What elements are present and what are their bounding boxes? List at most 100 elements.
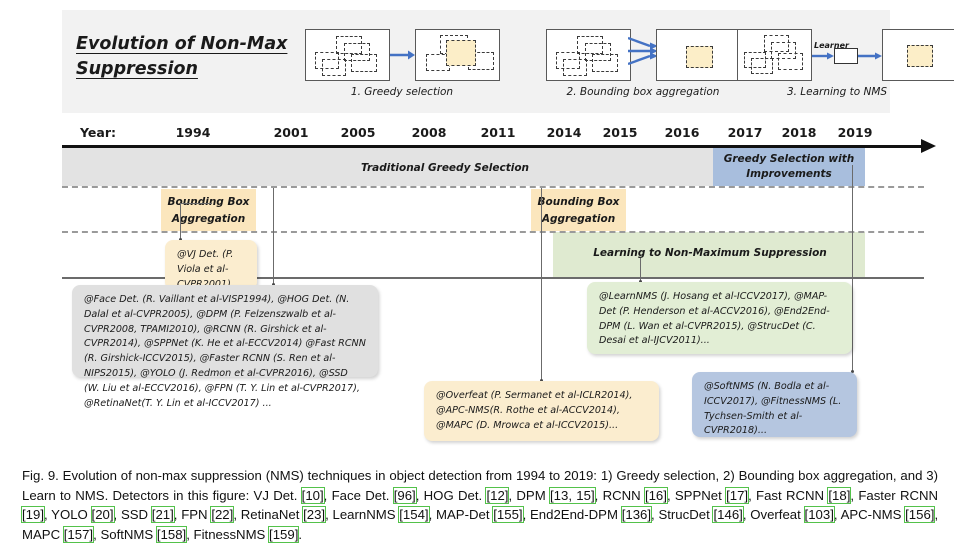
connector-aggregation-vertical [541,188,543,382]
connector-aggregation-dot [539,379,543,383]
caption-reference: [158] [155,525,188,543]
stage3-arrow-in [812,52,834,60]
connector-vj-vertical [180,203,182,241]
stage2-caption: 2. Bounding box aggregation [566,86,720,98]
band-greedy-improved [713,148,865,186]
stage2-output-panel [656,29,741,81]
year-tick-2008: 2008 [411,125,447,140]
dashed-box [577,36,603,54]
caption-reference: [17] [725,486,750,504]
learner-module-box [834,48,858,64]
year-tick-2005: 2005 [340,125,376,140]
caption-reference: [18] [827,486,852,504]
connector-softnms-dot [850,370,854,374]
dashed-box [344,43,370,61]
caption-reference: [146] [712,506,744,523]
band-label-greedy-improved: Greedy Selection with Improvements [723,153,855,180]
caption-reference: [16] [643,486,668,504]
caption-reference: [23] [302,506,327,523]
caption-reference: [103] [803,506,835,523]
dashed-box [771,42,796,59]
dashed-box-aggregated [686,46,713,68]
dashed-box [778,53,803,70]
tag-bounding-box-aggregation-left: Bounding Box Aggregation [161,189,256,231]
year-tick-2001: 2001 [273,125,309,140]
stage1-caption: 1. Greedy selection [350,86,454,98]
connector-learning-nms-vertical [640,258,642,284]
caption-reference: [20] [90,506,115,523]
callout-aggregation-detectors: @Overfeat (P. Sermanet et al-ICLR2014), … [424,381,659,441]
figure-title: Evolution of Non-Max Suppression [76,34,288,79]
stage2-input-panel [546,29,631,81]
connector-greedy-detectors-vertical [273,188,275,286]
caption-reference: [22] [210,506,235,523]
band-separator-3 [62,277,924,279]
year-tick-2014: 2014 [546,125,582,140]
dashed-box-selected [446,40,476,66]
year-tick-2011: 2011 [480,125,516,140]
band-separator-1 [62,186,924,188]
caption-reference: [159] [268,525,300,543]
dashed-box [744,52,766,68]
band-learning-nms [553,232,865,278]
caption-reference: [136] [620,506,653,523]
caption-reference: [156] [904,506,936,523]
callout-softnms-detectors: @SoftNMS (N. Bodla et al-ICCV2017), @Fit… [692,372,857,437]
caption-reference: [155] [492,506,524,523]
caption-reference: [10] [300,486,325,504]
year-tick-2019: 2019 [837,125,873,140]
caption-reference: [154] [398,506,430,523]
caption-reference: [12] [485,486,510,504]
stage-bounding-box-aggregation: 2. Bounding box aggregation [546,29,741,104]
dashed-box [764,35,789,52]
dashed-box [351,54,377,72]
figure-header-panel: Evolution of Non-Max Suppression 1. Gree… [62,10,954,113]
timeline-axis-arrow-icon [921,139,936,153]
band-label-traditional-greedy: Traditional Greedy Selection [360,162,530,174]
stage1-arrow [390,50,415,60]
caption-reference: [157] [62,525,95,543]
callout-learning-nms-detectors: @LearnNMS (J. Hosang et al-ICCV2017), @M… [587,282,852,354]
dashed-box [592,54,618,72]
connector-softnms-vertical [852,165,854,373]
stage2-arrows [628,36,658,66]
year-tick-2018: 2018 [781,125,817,140]
connector-greedy-detectors-dot [271,283,275,287]
stage3-arrow-out [858,52,882,60]
dashed-box [315,52,339,69]
stage-learning-to-nms: Learner 3. Learning to NMS [737,29,954,104]
dashed-box-final [907,45,933,67]
year-tick-1994: 1994 [175,125,211,140]
dashed-box [556,52,580,69]
year-axis-label: Year: [80,125,116,140]
stage3-input-panel [737,29,812,81]
stage3-caption: 3. Learning to NMS [786,86,888,98]
year-tick-2015: 2015 [602,125,638,140]
dashed-box [563,59,587,76]
stage3-output-panel [882,29,954,81]
dashed-box [322,59,346,76]
stage1-output-panel [415,29,500,81]
stage1-input-panel [305,29,390,81]
stage-greedy-selection: 1. Greedy selection [305,29,500,104]
callout-greedy-detectors: @Face Det. (R. Vaillant et al-VISP1994),… [72,285,378,409]
connector-learning-nms-dot [638,280,642,284]
year-tick-2016: 2016 [664,125,700,140]
dashed-box [751,58,773,74]
dashed-box [336,36,362,54]
connector-vj-horizontal [180,203,212,205]
caption-reference: [21] [150,506,175,523]
band-traditional-greedy [62,148,713,186]
caption-reference: [13, 15] [549,486,596,504]
band-separator-2 [62,231,924,233]
dashed-box [585,43,611,61]
learner-label: Learner [814,41,849,50]
callout-vj-detector: @VJ Det. (P. Viola et al-CVPR2001) [165,240,257,290]
tag-bounding-box-aggregation-right: Bounding Box Aggregation [531,189,626,231]
band-label-learning-nms: Learning to Non-Maximum Suppression [593,247,827,259]
figure-caption: Fig. 9. Evolution of non-max suppression… [21,468,939,543]
caption-reference: [96] [392,486,417,504]
timeline-axis [62,145,924,148]
year-tick-2017: 2017 [727,125,763,140]
connector-vj-dot [178,238,182,242]
